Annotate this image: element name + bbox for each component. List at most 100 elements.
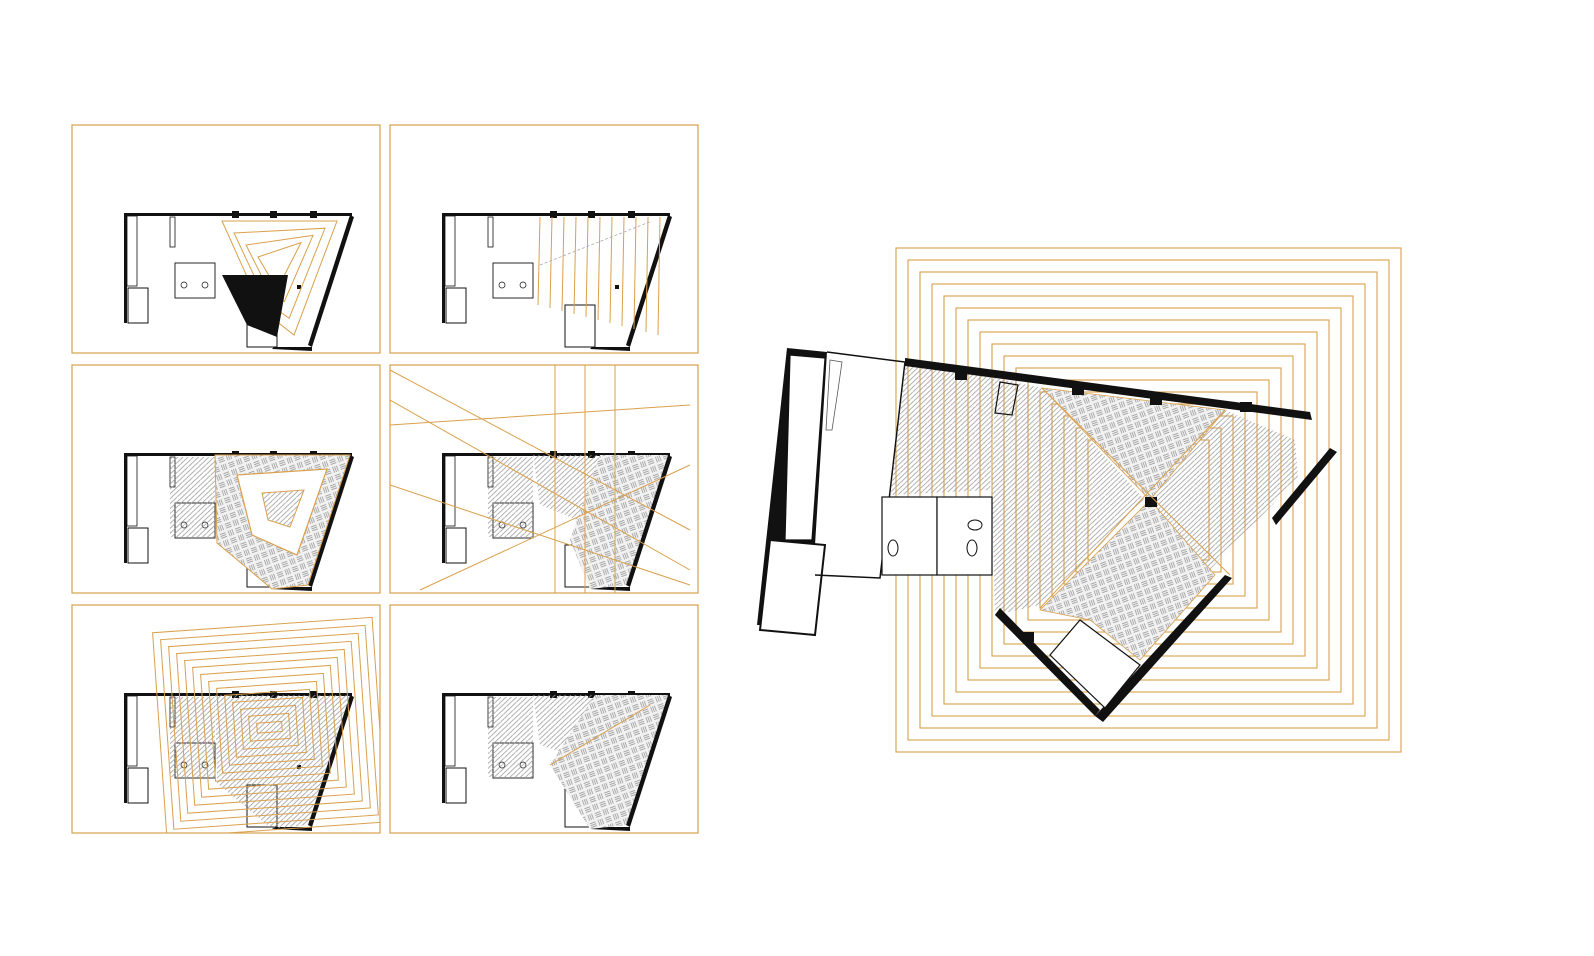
column <box>1072 385 1084 395</box>
herringbone-area <box>215 695 350 829</box>
herringbone-area <box>533 695 595 755</box>
parallel-line <box>537 216 541 306</box>
panel-frame <box>71 364 381 594</box>
storage-block <box>127 767 149 804</box>
stair-room <box>814 351 906 579</box>
panel-frame <box>389 364 699 594</box>
column <box>232 211 239 218</box>
wall-top-mid <box>167 453 212 456</box>
spiral-ring <box>240 704 299 750</box>
bathroom-1 <box>881 496 938 576</box>
spiral-ring <box>248 712 291 742</box>
final-plan-layer <box>757 247 1402 753</box>
entry-block <box>564 304 596 348</box>
herringbone-area <box>170 697 215 777</box>
center-point <box>615 285 619 289</box>
toilet-icon <box>180 281 188 289</box>
wall-right-diagonal <box>1272 448 1337 525</box>
partition <box>487 216 494 248</box>
bathroom-2 <box>936 496 993 576</box>
spiral-ring <box>160 624 379 830</box>
column <box>550 211 557 218</box>
wall-bottom <box>590 587 630 591</box>
panel-content <box>124 211 354 351</box>
black-wedge <box>222 275 288 337</box>
wall-left <box>124 453 127 563</box>
panel-frame <box>71 604 381 834</box>
wall-top-mid <box>485 213 530 216</box>
wall-top-left <box>124 213 167 216</box>
basket-area <box>550 695 668 829</box>
spiral-ring <box>192 656 347 798</box>
column <box>1150 395 1162 405</box>
border-line <box>549 704 651 766</box>
wall-top <box>905 358 1312 420</box>
wall-left <box>124 213 127 323</box>
spiral-ring <box>176 640 363 814</box>
column <box>628 211 635 218</box>
parallel-line <box>549 216 553 309</box>
wall-left <box>442 693 445 803</box>
wall-top-left <box>124 453 167 456</box>
construction-line <box>390 404 691 426</box>
column <box>588 691 595 698</box>
wall-left <box>442 213 445 323</box>
panel-step-3 <box>71 364 381 594</box>
bathroom-block <box>492 262 534 299</box>
spiral-ring <box>184 648 355 806</box>
toilet-icon <box>498 281 506 289</box>
wall-bottom <box>590 827 630 831</box>
column-block <box>994 381 1019 416</box>
storage-block <box>445 527 467 564</box>
parallel-line <box>573 216 577 315</box>
wall-top-left <box>442 693 485 696</box>
wall-left <box>442 453 445 563</box>
herringbone-area <box>488 697 533 777</box>
panel-step-4 <box>389 364 699 594</box>
center-point <box>297 285 301 289</box>
stair-block <box>126 455 138 527</box>
wall-bottom <box>590 347 630 351</box>
entry-room <box>1049 619 1141 709</box>
bathroom-block <box>174 262 216 299</box>
column <box>310 691 317 698</box>
parallel-line <box>633 216 637 330</box>
construction-line <box>390 484 691 586</box>
panel-frame <box>389 604 699 834</box>
parallel-line <box>597 216 601 321</box>
toilet-icon <box>887 539 899 557</box>
wall-bottom-left <box>995 608 1100 716</box>
herringbone-area <box>1150 410 1298 580</box>
column <box>628 691 635 698</box>
panel-content <box>390 365 691 593</box>
spiral-ring <box>216 680 323 774</box>
storage-block <box>127 527 149 564</box>
wall-left <box>124 693 127 803</box>
stair-block <box>126 215 138 287</box>
panel-content <box>442 211 672 351</box>
wall-top-mid <box>485 453 530 456</box>
toilet-icon <box>201 281 209 289</box>
panel-step-1 <box>71 124 381 354</box>
spiral-ring <box>224 688 315 766</box>
column <box>310 211 317 218</box>
panel-frame <box>71 124 381 354</box>
parallel-line <box>621 216 625 327</box>
panel-frame <box>389 124 699 354</box>
column <box>1240 402 1252 412</box>
toilet-icon <box>966 539 978 557</box>
basket-area <box>1040 387 1226 501</box>
column <box>550 451 557 458</box>
wall-diagonal <box>626 695 672 827</box>
toilet-icon <box>519 281 527 289</box>
parallel-line <box>609 216 613 324</box>
wall-bottom-diagonal <box>1095 575 1232 722</box>
wall-top-left <box>442 453 485 456</box>
storage-block <box>127 287 149 324</box>
spiral-ring <box>200 664 339 790</box>
column <box>955 370 967 380</box>
wall-diagonal <box>308 455 354 587</box>
parallel-line <box>645 216 649 333</box>
stairs <box>825 359 843 431</box>
